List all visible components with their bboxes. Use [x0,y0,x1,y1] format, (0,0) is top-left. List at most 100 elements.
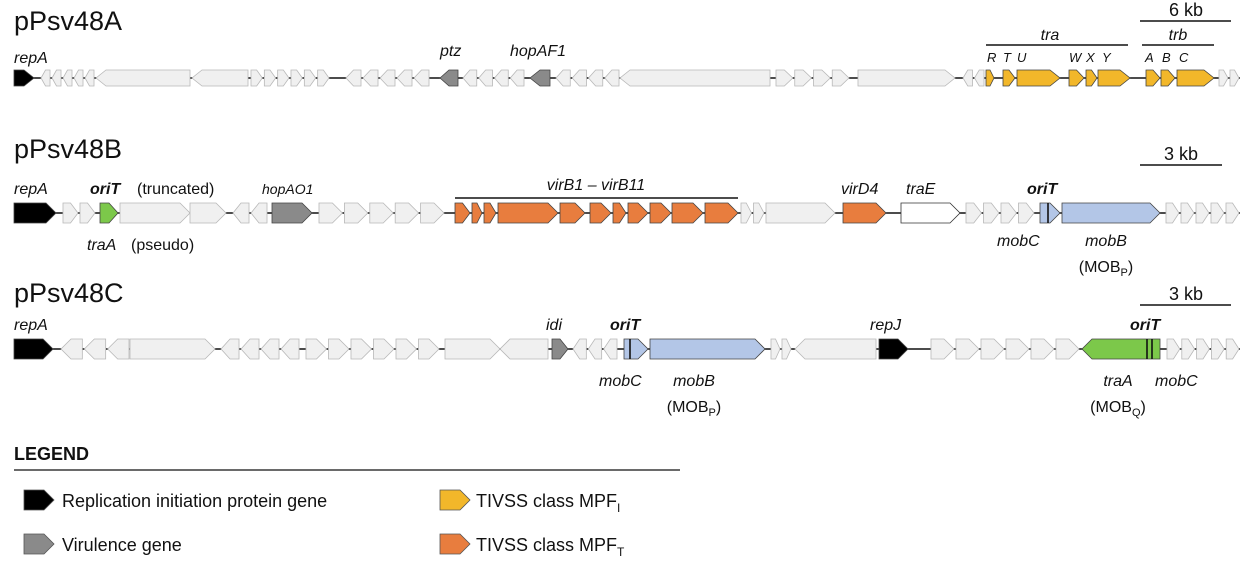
gene-arrow [603,338,618,360]
legend-label-sub: I [617,501,620,515]
gene-arrow-virB10 [671,202,704,224]
gene-label-mobC: mobC [1155,373,1198,390]
gene-arrow [1218,69,1229,87]
gene-arrow [73,69,84,87]
gene-label-trbB: B [1162,50,1171,65]
gene-label-trbC: C [1179,50,1189,65]
gene-label-virD4: virD4 [841,181,878,198]
gene-label-traE: traE [906,181,936,198]
gene-arrow-hopAF1 [529,69,551,87]
gene-arrow [1196,338,1210,360]
legend-swatch [23,489,55,511]
gene-arrow-mobC [623,338,649,360]
gene-arrow-repA [13,338,54,360]
gene-label-repA: repA [14,181,48,198]
gene-arrow [604,69,620,87]
gene-arrow [965,202,983,224]
gene-arrow-virB7 [612,202,627,224]
gene-arrow [189,202,227,224]
gene-arrow [794,69,813,87]
gene-arrow [328,338,350,360]
gene-arrow [394,202,420,224]
legend-label: TIVSS class MPFI [476,491,620,515]
gene-arrow [831,69,850,87]
oriT-note: (truncated) [137,181,214,198]
gene-arrow [344,202,369,224]
plasmid-pPsv48B: pPsv48B 3 kb repA oriT (truncated) hopAO… [13,134,1240,279]
gene-arrow [509,69,525,87]
gene-label-idi: idi [546,317,562,334]
gene-arrow [1030,338,1055,360]
gene-arrow [418,338,440,360]
legend-item-virulence: Virulence gene [23,533,182,555]
gene-arrow [499,338,549,360]
gene-arrow [303,69,317,87]
gene-arrow-traR [985,69,995,87]
gene-arrow [350,338,373,360]
gene-arrow [571,69,587,87]
gene-arrow [1166,338,1181,360]
gene-arrow-mobC [1039,202,1061,224]
gene-arrow-traX [1085,69,1098,87]
gene-arrow [420,202,445,224]
gene-arrow-traW [1068,69,1085,87]
gene-arrow [62,69,73,87]
gene-arrow [955,338,980,360]
gene-label-traU: U [1017,50,1027,65]
gene-arrow [51,69,62,87]
scale-bar-label: 3 kb [1164,144,1198,164]
legend-label: Replication initiation protein gene [62,491,327,511]
mob-class-sub: P [1121,267,1128,279]
gene-arrow [60,338,83,360]
legend-label: TIVSS class MPFT [476,535,625,559]
gene-arrow [83,338,107,360]
gene-arrow [79,202,96,224]
gene-arrow [493,69,509,87]
gene-arrow [129,338,216,360]
gene-arrow-virB2 [471,202,483,224]
gene-arrow [62,202,79,224]
gene-arrow-virB11 [704,202,739,224]
legend-item-replication: Replication initiation protein gene [23,489,327,511]
legend-swatch [23,533,55,555]
gene-track [13,202,1240,224]
gene-arrow [250,202,268,224]
gene-arrow [277,69,290,87]
gene-label-mobB: mobB [673,373,715,390]
plasmid-pPsv48A: pPsv48A 6 kb repA ptz hopAF1 tra trb R T… [13,0,1240,87]
legend-title: LEGEND [14,444,89,464]
legend-label-sub: T [617,545,625,559]
gene-arrow [119,202,191,224]
mob-class-label: (MOBQ) [1090,399,1146,419]
gene-arrow-traU [1016,69,1061,87]
gene-label-mobC: mobC [997,233,1040,250]
gene-arrow [220,338,240,360]
plasmid-title: pPsv48B [14,134,122,164]
gene-track [13,69,1240,87]
gene-arrow-virB6 [589,202,612,224]
legend-swatch [439,489,471,511]
gene-arrow [1055,338,1080,360]
gene-label-hopAF1: hopAF1 [510,43,566,60]
gene-label-ptz: ptz [439,43,461,60]
gene-arrow [263,69,277,87]
gene-arrow [740,202,752,224]
gene-arrow [191,69,249,87]
gene-arrow [290,69,303,87]
gene-arrow [974,69,985,87]
gene-arrow [444,338,501,360]
gene-arrow-repA [13,69,35,87]
gene-label-oriT: oriT [1130,317,1161,334]
gene-arrow [1195,202,1210,224]
gene-arrow-virB5 [559,202,586,224]
traA-note: (pseudo) [131,237,194,254]
mob-class-sub: P [709,407,716,419]
gene-arrow [1181,338,1196,360]
legend-item-mpf-i: TIVSS class MPFI [439,489,620,515]
gene-arrow-virB1 [454,202,471,224]
gene-label-tra: tra [1041,27,1060,44]
gene-arrow [983,202,1000,224]
gene-arrow [395,338,418,360]
mob-class-label: (MOBP) [1079,259,1133,279]
gene-arrow-virD4 [842,202,887,224]
